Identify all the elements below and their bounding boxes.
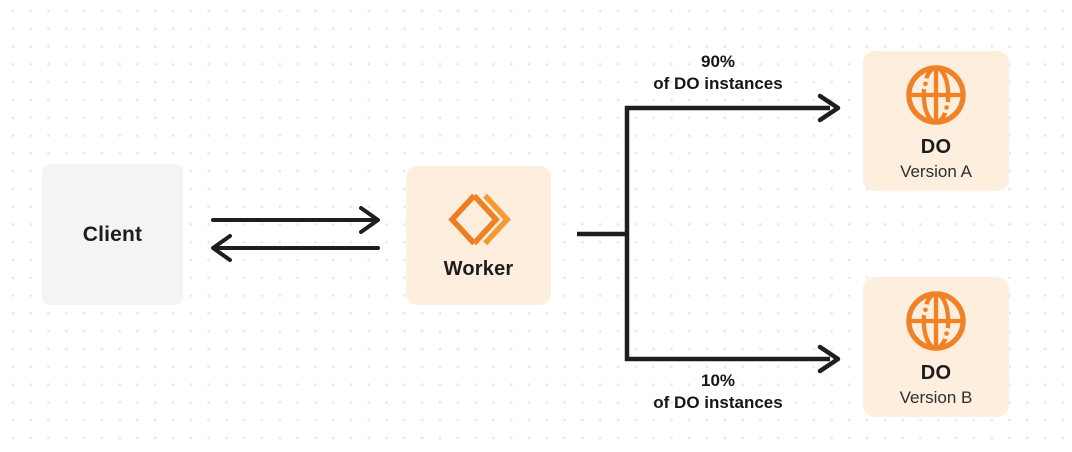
worker-split-fork-line bbox=[577, 105, 830, 362]
cloudflare-workers-logo-icon bbox=[447, 193, 511, 245]
do-a-subtitle: Version A bbox=[900, 161, 972, 181]
worker-label: Worker bbox=[443, 257, 514, 280]
split-top-caption: of DO instances bbox=[653, 74, 783, 94]
do-version-b-node: DO Version B bbox=[863, 277, 1009, 417]
split-to-do-a-arrowhead bbox=[817, 93, 841, 123]
split-bottom-caption: of DO instances bbox=[653, 393, 783, 413]
do-b-title: DO bbox=[920, 361, 952, 384]
split-top-label: 90% of DO instances bbox=[598, 51, 838, 96]
do-version-a-node: DO Version A bbox=[863, 51, 1009, 191]
durable-object-globe-icon bbox=[906, 65, 966, 125]
do-a-title: DO bbox=[920, 135, 952, 158]
split-to-do-b-arrowhead bbox=[817, 344, 841, 374]
client-label: Client bbox=[82, 222, 143, 246]
durable-object-globe-icon bbox=[906, 291, 966, 351]
do-b-subtitle: Version B bbox=[899, 387, 973, 407]
worker-node: Worker bbox=[406, 166, 551, 305]
split-bottom-label: 10% of DO instances bbox=[598, 370, 838, 415]
split-bottom-percent: 10% bbox=[700, 371, 736, 390]
client-to-worker-arrow bbox=[211, 206, 380, 234]
worker-to-client-arrow bbox=[211, 234, 380, 262]
split-top-percent: 90% bbox=[700, 52, 736, 71]
client-node: Client bbox=[42, 164, 183, 305]
